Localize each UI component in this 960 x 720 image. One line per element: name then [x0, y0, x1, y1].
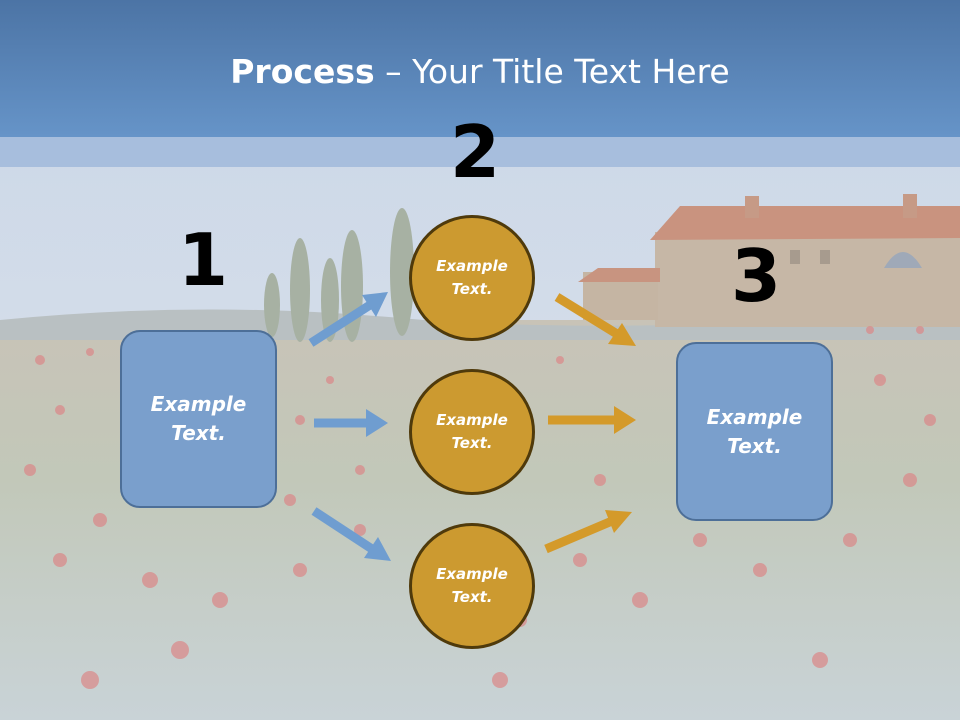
left-text-box: Example Text. — [120, 330, 277, 508]
farmhouse — [578, 194, 960, 327]
title-underband — [0, 137, 960, 167]
title-rest: – Your Title Text Here — [374, 52, 730, 91]
gold-arrows — [544, 293, 636, 554]
blue-arrow-down — [311, 507, 391, 561]
gold-arrow-up — [544, 510, 632, 554]
title-bar — [0, 0, 960, 137]
title-bold: Process — [230, 52, 375, 91]
blue-arrow-up — [308, 292, 388, 347]
circle-top: Example Text. — [409, 215, 535, 341]
step-number-2: 2 — [450, 110, 501, 194]
circle-middle: Example Text. — [409, 369, 535, 495]
gold-arrow-down — [554, 293, 636, 346]
gold-arrow-middle — [548, 406, 636, 434]
slide-title: Process – Your Title Text Here — [0, 52, 960, 91]
blue-arrow-middle — [314, 409, 388, 437]
blue-arrows — [308, 292, 391, 561]
right-text-box: Example Text. — [676, 342, 833, 521]
step-number-1: 1 — [178, 218, 229, 302]
step-number-3: 3 — [731, 234, 782, 318]
circle-bottom: Example Text. — [409, 523, 535, 649]
